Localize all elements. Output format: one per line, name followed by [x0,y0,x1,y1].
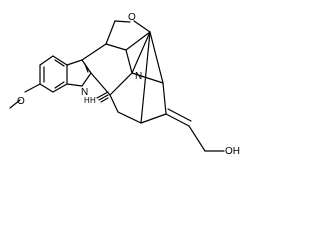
bond-core-5 [90,72,111,96]
bond-indole-inner [84,63,89,73]
bond-benzene-6 [52,55,68,66]
bond-oxygen-1 [105,20,116,45]
ring-oxygen-label: O [128,12,136,23]
bond-core-10 [131,72,164,84]
bond-benzene-inner-2 [54,59,65,67]
bond-chain-1 [165,113,190,127]
polycyclic-core [81,20,167,124]
bond-core-6 [109,94,119,113]
hydroxyl-label: OH [225,146,240,157]
bond-core-1 [81,43,107,61]
bond-core-9 [162,82,167,115]
bond-core-4 [109,72,133,96]
benzene-ring [39,55,68,93]
hash-1 [100,97,109,103]
bond-core-14 [149,31,164,84]
bond-core-12 [133,20,151,33]
methoxy-group [9,83,41,109]
molecule-diagram: O O N H N H OH [9,12,240,157]
bond-indole-1 [66,59,83,66]
bond-benzene-1 [39,55,54,66]
bond-core-11 [131,31,151,74]
bond-core-8 [140,113,167,124]
bond-oxygen-2 [114,20,131,23]
hash-3 [96,91,109,99]
bond-oxygen-3 [125,31,151,51]
bond-core-7 [117,111,142,124]
oxygen-bridge [105,20,151,51]
bond-benzene-3 [39,83,54,93]
indole-ring [66,59,92,87]
bond-core-3 [125,49,133,74]
amine-nitrogen-label: N [135,71,142,82]
stereo-hydrogen-label: H [90,96,96,105]
bond-indole-3 [81,72,92,87]
bond-core-13 [140,31,151,124]
bond-benzene-4 [52,83,68,93]
hydroxyethylidene-chain [165,108,225,152]
bond-methoxy-1 [24,83,41,93]
bond-benzene-inner-3 [54,81,65,89]
bond-chain-2 [188,125,206,152]
stereo-hash-bond [96,91,109,103]
bond-core-2 [105,43,127,51]
methoxy-oxygen-label: O [17,96,25,107]
indole-hydrogen-label: H [84,96,90,105]
hash-2 [98,94,109,101]
bond-methoxy-2 [9,99,21,109]
indole-nitrogen-label: N [81,87,88,98]
bond-indole-4 [66,83,83,87]
bond-chain-double [167,108,192,122]
structure-canvas: O O N H N H OH [9,12,240,157]
